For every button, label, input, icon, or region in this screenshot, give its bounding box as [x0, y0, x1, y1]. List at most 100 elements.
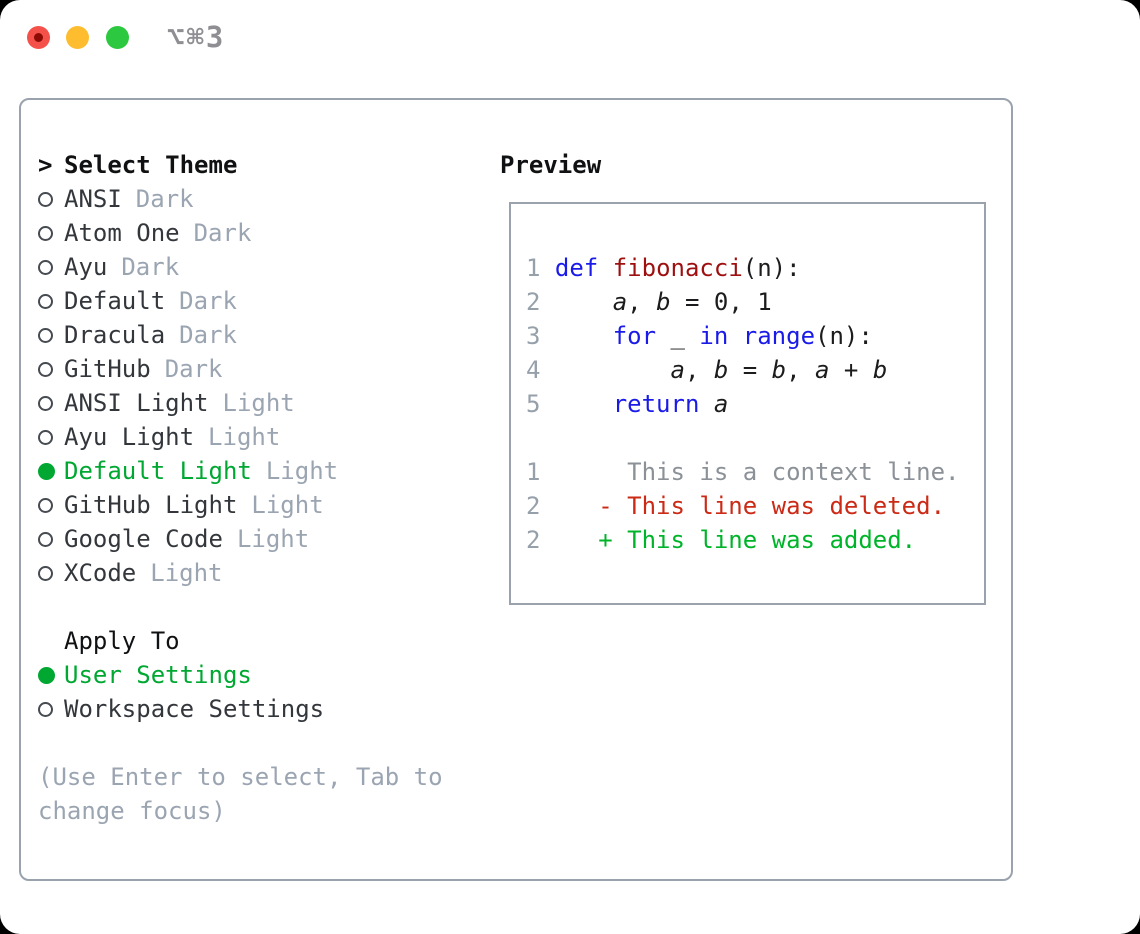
theme-variant-tag: Dark — [193, 219, 252, 247]
theme-variant-tag: Light — [265, 457, 339, 485]
code-segment-var: a — [815, 356, 830, 384]
code-segment-num: 1 — [526, 458, 541, 486]
radio-unselected-icon — [38, 565, 64, 581]
theme-name: ANSI Light — [64, 389, 209, 417]
code-segment-num: 2 — [526, 526, 541, 554]
theme-name: Google Code — [64, 525, 223, 553]
preview-blank-line — [526, 421, 984, 455]
code-segment-num: 3 — [526, 322, 541, 350]
spacer-row — [38, 726, 478, 760]
radio-unselected-icon — [38, 497, 64, 513]
code-segment-var: a — [670, 356, 685, 384]
theme-variant-tag: Light — [251, 491, 324, 519]
preview-line-1: 1 def fibonacci(n): — [526, 251, 984, 285]
preview-line-4: 4 a, b = b, a + b — [526, 353, 984, 387]
code-segment-var: b — [771, 356, 787, 384]
select-theme-header-row: > Select Theme — [38, 148, 478, 182]
code-segment-plain: + — [829, 356, 873, 384]
window-title: ⌥⌘3 — [167, 20, 226, 54]
theme-name: GitHub Light — [64, 491, 238, 519]
theme-variant-tag: Light — [208, 423, 281, 451]
code-segment-del: - This line was deleted. — [598, 492, 946, 520]
radio-selected-icon — [38, 666, 64, 684]
code-segment-kw: return — [612, 390, 700, 418]
unsaved-indicator-dot — [34, 33, 43, 42]
hint-line-2: change focus) — [38, 797, 226, 825]
theme-option-ansi-dark[interactable]: ANSI Dark — [38, 182, 478, 216]
preview-header: Preview — [500, 151, 602, 179]
theme-option-ansi-light-light[interactable]: ANSI Light Light — [38, 386, 478, 420]
theme-name: GitHub — [64, 355, 151, 383]
theme-option-default-light-light[interactable]: Default Light Light — [38, 454, 478, 488]
radio-unselected-icon — [38, 531, 64, 547]
theme-option-default-dark[interactable]: Default Dark — [38, 284, 478, 318]
radio-unselected-icon — [38, 191, 64, 207]
code-segment-fn: fibonacci — [612, 254, 743, 282]
theme-option-github-light-light[interactable]: GitHub Light Light — [38, 488, 478, 522]
code-segment-plain — [540, 492, 598, 520]
preview-line-7: 1 This is a context line. — [526, 455, 984, 489]
hint-line-1: (Use Enter to select, Tab to — [38, 763, 443, 791]
theme-name: Default Light — [64, 457, 252, 485]
theme-name: Atom One — [64, 219, 180, 247]
code-segment-num: 2 — [526, 288, 541, 316]
preview-line-9: 2 + This line was added. — [526, 523, 984, 557]
code-segment-plain — [540, 526, 598, 554]
minimize-button[interactable] — [66, 26, 89, 49]
code-segment-num: 1 — [526, 254, 541, 282]
code-segment-var: a — [713, 390, 729, 418]
radio-unselected-icon — [38, 293, 64, 309]
apply-to-header-row: Apply To — [38, 624, 478, 658]
radio-unselected-icon — [38, 701, 64, 717]
theme-name: XCode — [64, 559, 137, 587]
theme-name: ANSI — [64, 185, 122, 213]
theme-option-xcode-light[interactable]: XCode Light — [38, 556, 478, 590]
code-segment-plain: _ — [670, 322, 685, 350]
maximize-button[interactable] — [106, 26, 129, 49]
code-segment-plain: , — [627, 288, 657, 316]
close-button[interactable] — [27, 26, 50, 49]
theme-option-atom-one-dark[interactable]: Atom One Dark — [38, 216, 478, 250]
radio-selected-icon — [38, 462, 64, 480]
apply-option-workspace-settings[interactable]: Workspace Settings — [38, 692, 478, 726]
apply-option-user-settings[interactable]: User Settings — [38, 658, 478, 692]
theme-name: Default — [64, 287, 166, 315]
theme-option-google-code-light[interactable]: Google Code Light — [38, 522, 478, 556]
theme-variant-tag: Dark — [135, 185, 194, 213]
code-segment-plain: , — [684, 356, 714, 384]
theme-variant-tag: Light — [236, 525, 310, 553]
radio-unselected-icon — [38, 429, 64, 445]
code-segment-kw: range — [742, 322, 816, 350]
code-segment-num: 5 — [526, 390, 541, 418]
theme-variant-tag: Light — [222, 389, 295, 417]
title-bar: ⌥⌘3 — [0, 0, 1140, 76]
code-segment-kw: def — [554, 254, 599, 282]
code-segment-plain: (n): — [742, 254, 801, 282]
code-segment-plain — [540, 356, 670, 384]
radio-unselected-icon — [38, 259, 64, 275]
code-segment-var: b — [872, 356, 888, 384]
code-segment-plain — [540, 390, 612, 418]
code-segment-plain — [598, 254, 612, 282]
preview-line-8: 2 - This line was deleted. — [526, 489, 984, 523]
code-segment-plain — [540, 322, 612, 350]
theme-name: Dracula — [64, 321, 166, 349]
theme-variant-tag: Dark — [179, 287, 237, 315]
theme-name: Ayu — [64, 253, 108, 281]
theme-variant-tag: Light — [150, 559, 223, 587]
code-segment-plain: = 0, 1 — [670, 288, 772, 316]
preview-line-5: 5 return a — [526, 387, 984, 421]
preview-line-3: 3 for _ in range(n): — [526, 319, 984, 353]
code-segment-plain — [699, 390, 713, 418]
code-segment-plain: (n): — [815, 322, 873, 350]
spacer-row — [38, 590, 478, 624]
